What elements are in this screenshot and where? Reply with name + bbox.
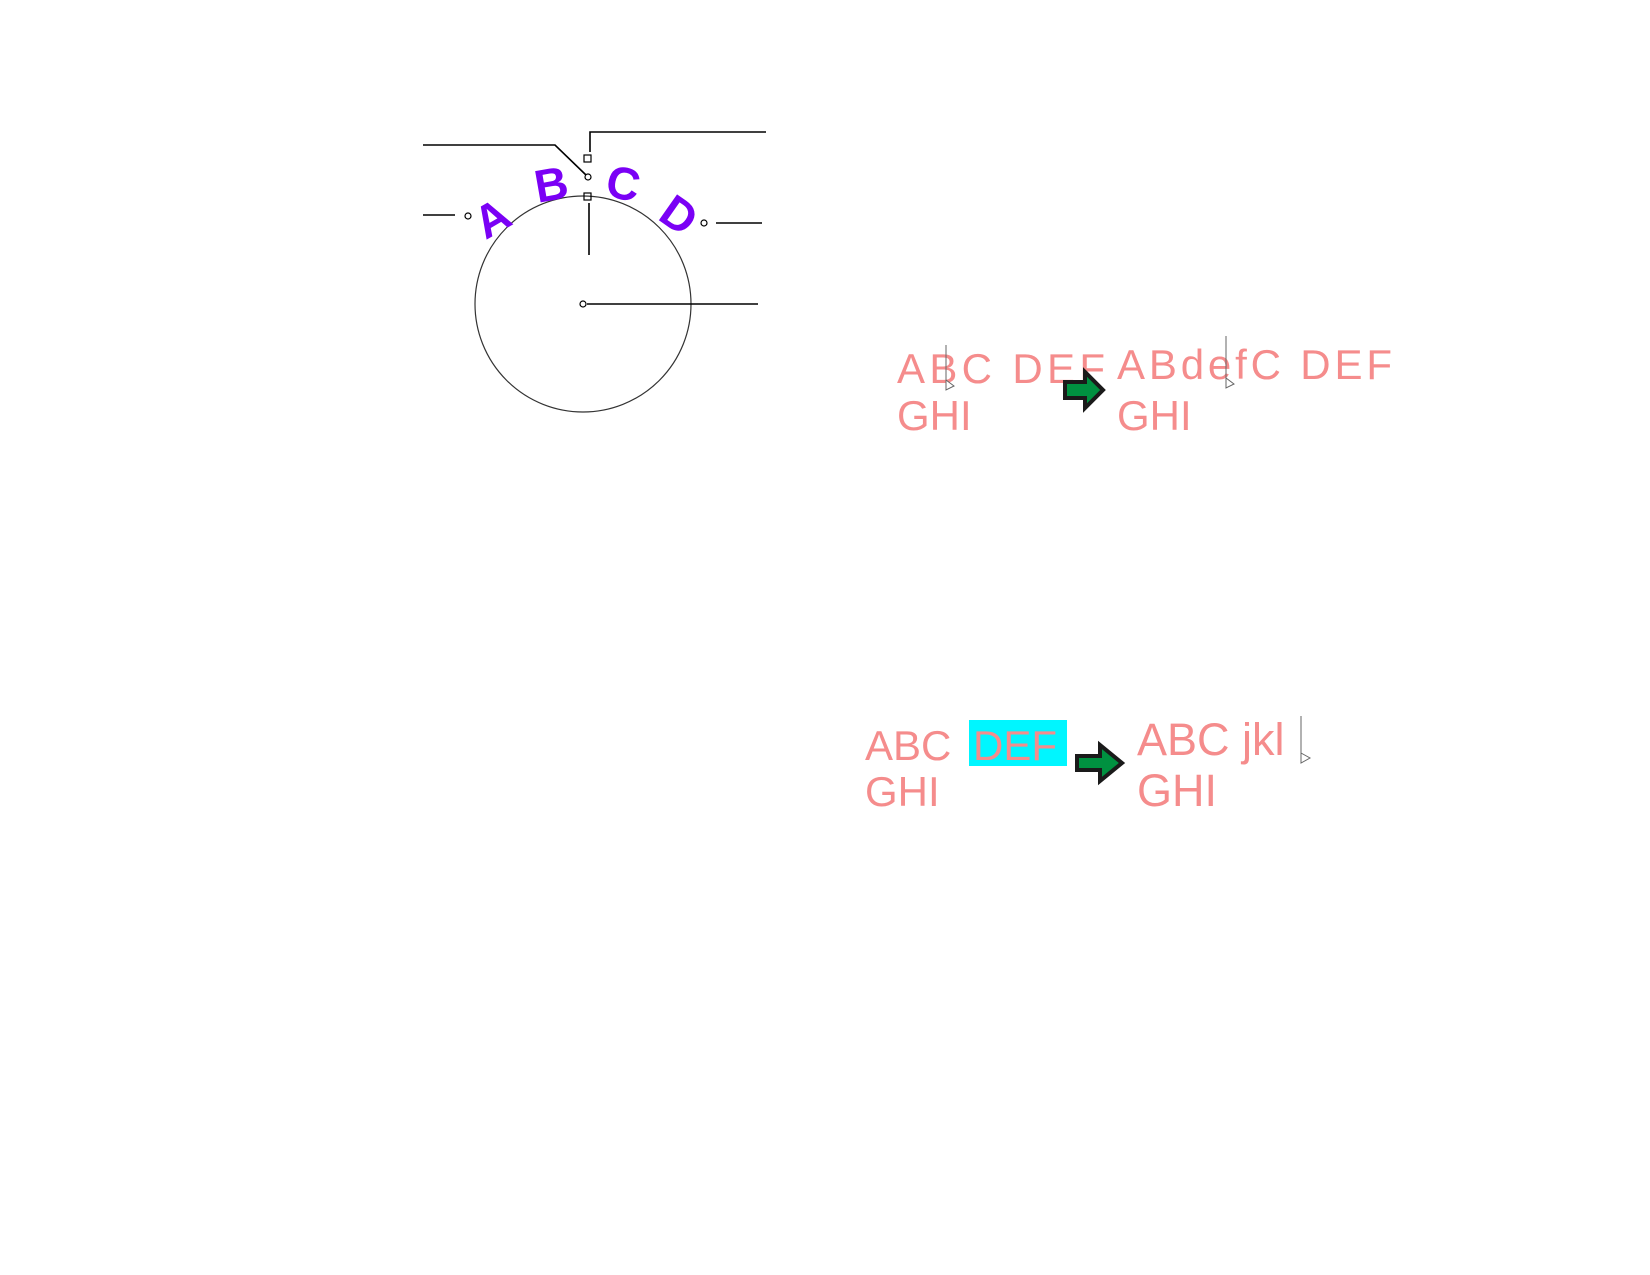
insert-example: ABC DEF GHI ABdefC DEF GHI: [897, 336, 1392, 439]
handle-circle-right: [700, 219, 708, 227]
before-line-1-prefix: ABC: [865, 722, 963, 769]
before-line-2: GHI: [897, 392, 972, 439]
after-line-2: GHI: [1117, 392, 1192, 439]
text-on-path-diagram: [423, 131, 766, 413]
arrow-right-icon: [1063, 367, 1106, 413]
leader-line-top-left: [423, 144, 587, 176]
text-cursor: [1300, 716, 1312, 764]
after-line-1: ABC jkl: [1137, 714, 1285, 765]
selection-highlight: [969, 720, 1067, 766]
handle-circle-top: [584, 173, 592, 181]
arc-letter-b: B: [530, 156, 572, 213]
after-line-2: GHI: [1137, 765, 1217, 816]
handle-square-start: [583, 192, 592, 201]
text-cursor: [1225, 336, 1235, 389]
arc-letters: A B C D: [465, 154, 708, 249]
before-selected-text: DEF: [973, 722, 1057, 769]
before-line-2: GHI: [865, 768, 940, 815]
handle-circle-center: [579, 300, 587, 308]
handle-square-top: [583, 154, 592, 163]
arrow-right-icon: [1075, 740, 1126, 786]
arc-letter-d: D: [651, 184, 708, 246]
text-cursor: [945, 345, 955, 391]
arc-letter-a: A: [465, 187, 520, 249]
replace-example: ABC DEF GHI ABC jkl GHI: [865, 714, 1312, 816]
leader-line-top-right: [589, 131, 766, 152]
handle-circle-left: [464, 212, 472, 220]
arc-letter-c: C: [602, 154, 645, 212]
after-line-1: ABdefC DEF: [1117, 341, 1392, 388]
